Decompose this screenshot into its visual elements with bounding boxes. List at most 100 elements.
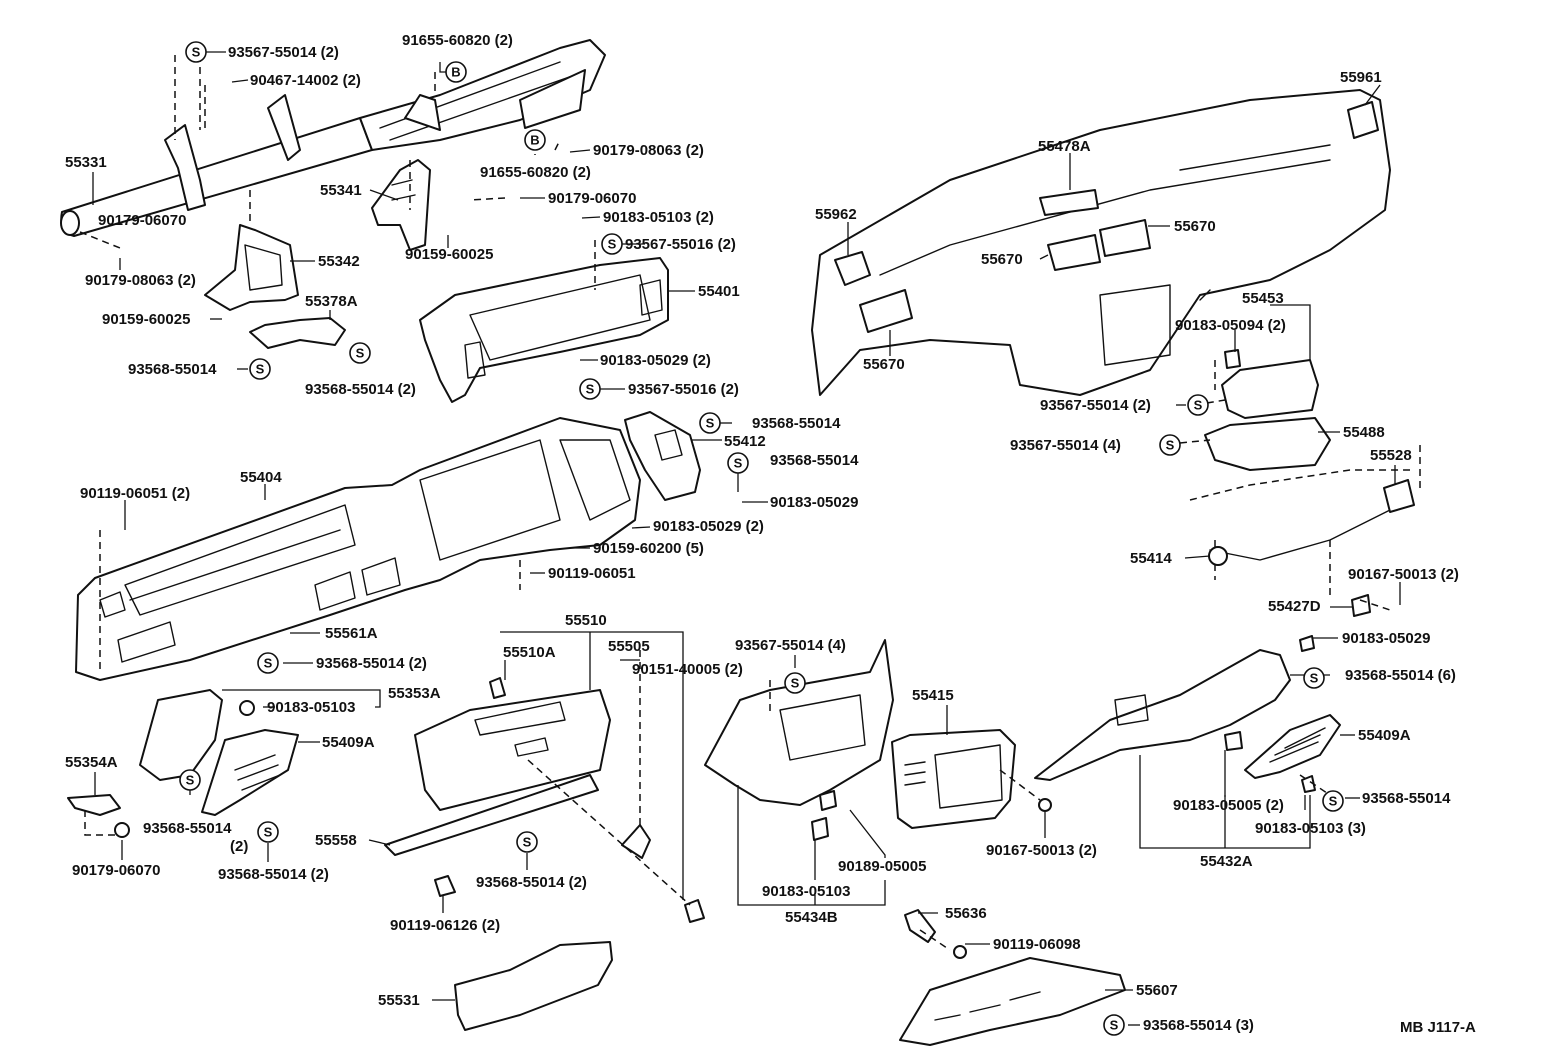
part-label: 55478A <box>1038 138 1091 155</box>
part-label: 90179-06070 <box>548 190 636 207</box>
callout-text: B <box>530 133 539 148</box>
part-label: 90183-05103 <box>267 699 355 716</box>
part-label: 90119-06051 (2) <box>80 485 190 502</box>
callout-text: S <box>791 676 800 691</box>
dashboard-upper-part <box>811 89 1391 396</box>
lower-panel-right-part <box>1189 469 1415 617</box>
part-label: 55401 <box>698 283 740 300</box>
lower-panel-55432a-part <box>1034 635 1315 812</box>
callout-s-7: S <box>699 412 721 434</box>
part-label: 93568-55014 <box>752 415 841 432</box>
left-lower-panels-part <box>67 689 299 838</box>
callout-s-12: S <box>1303 667 1325 689</box>
part-label: 55415 <box>912 687 954 704</box>
part-label: 90119-06051 <box>548 565 636 582</box>
part-label: 90189-05005 <box>838 858 926 875</box>
part-label: 55488 <box>1343 424 1385 441</box>
part-label: (2) <box>230 838 248 855</box>
part-label: 90119-06098 <box>993 936 1081 953</box>
side-panel-55412-part <box>624 411 701 501</box>
part-label: 90183-05103 (2) <box>603 209 714 226</box>
callout-text: S <box>608 237 617 252</box>
callout-s-2: S <box>601 233 623 255</box>
part-label: 93567-55014 (4) <box>735 637 846 654</box>
instrument-panel-part <box>75 417 641 681</box>
part-label: 93568-55014 (2) <box>305 381 416 398</box>
part-label: 55505 <box>608 638 650 655</box>
part-label: 55670 <box>1174 218 1216 235</box>
part-label: 93568-55014 <box>128 361 217 378</box>
bracket-55378a-part <box>249 317 346 349</box>
part-label: 90119-06126 (2) <box>390 917 500 934</box>
part-label: 55670 <box>981 251 1023 268</box>
part-label: 90183-05029 <box>770 494 858 511</box>
callout-text: S <box>356 346 365 361</box>
callout-text: S <box>264 825 273 840</box>
part-label: 55341 <box>320 182 362 199</box>
part-label: 90151-40005 (2) <box>632 661 743 678</box>
callout-text: S <box>1329 794 1338 809</box>
cluster-panel-part <box>419 257 669 403</box>
part-label: 90183-05029 <box>1342 630 1430 647</box>
part-label: 55427D <box>1268 598 1321 615</box>
callout-b-1: B <box>445 61 467 83</box>
part-label: 55453 <box>1242 290 1284 307</box>
part-label: 55670 <box>863 356 905 373</box>
part-label: 55510A <box>503 644 556 661</box>
part-label: 90183-05103 <box>762 883 850 900</box>
part-label: 90167-50013 (2) <box>1348 566 1459 583</box>
callout-s-10: S <box>257 652 279 674</box>
callout-text: S <box>1194 398 1203 413</box>
part-label: 93568-55014 <box>143 820 232 837</box>
part-label: 55531 <box>378 992 420 1009</box>
callout-text: B <box>451 65 460 80</box>
assembly-dashed-lines <box>79 55 1421 951</box>
part-label: 55331 <box>65 154 107 171</box>
callout-s-18: S <box>1226 433 1235 448</box>
part-label: 90467-14002 (2) <box>250 72 361 89</box>
part-label: 55378A <box>305 293 358 310</box>
part-label: 55342 <box>318 253 360 270</box>
part-label: 90179-06070 <box>98 212 186 229</box>
callout-b-2: B <box>524 129 546 151</box>
part-label: 93568-55014 <box>770 452 859 469</box>
part-label: 93567-55016 (2) <box>628 381 739 398</box>
callout-s-8: S <box>727 452 749 474</box>
callout-s-3: S <box>249 358 271 380</box>
part-label: 93568-55014 (6) <box>1345 667 1456 684</box>
part-label: 90183-05029 (2) <box>653 518 764 535</box>
part-label: 90179-06070 <box>72 862 160 879</box>
cover-55415-part <box>891 729 1016 829</box>
part-label: 93567-55016 (2) <box>625 236 736 253</box>
part-label: 90159-60025 <box>102 311 190 328</box>
part-label: 90159-60025 <box>405 246 493 263</box>
grille-55409a-right-part <box>1244 714 1341 793</box>
part-label: 90167-50013 (2) <box>986 842 1097 859</box>
callout-s-6: S <box>1187 394 1209 416</box>
part-label: 93568-55014 (3) <box>1143 1017 1254 1034</box>
part-label: 55961 <box>1340 69 1382 86</box>
part-label: 93567-55014 (4) <box>1010 437 1121 454</box>
callout-s-17: S <box>1103 1014 1125 1036</box>
part-label: 55414 <box>1130 550 1172 567</box>
callout-text: S <box>1310 671 1319 686</box>
callout-s-15: S <box>1322 790 1344 812</box>
part-label: 55561A <box>325 625 378 642</box>
part-label: 93568-55014 <box>1362 790 1451 807</box>
callout-s-14: S <box>257 821 279 843</box>
callout-text: S <box>264 656 273 671</box>
panel-55531-part <box>454 941 613 1031</box>
part-label: 55353A <box>388 685 441 702</box>
part-label: 93568-55014 (2) <box>218 866 329 883</box>
part-label: 93568-55014 (2) <box>476 874 587 891</box>
part-label: 55409A <box>322 734 375 751</box>
callout-text: S <box>192 45 201 60</box>
part-label: 55636 <box>945 905 987 922</box>
part-label: 91655-60820 (2) <box>402 32 513 49</box>
part-label: 90183-05029 (2) <box>600 352 711 369</box>
part-label: 90183-05094 (2) <box>1175 317 1286 334</box>
part-labels: 93567-55014 (2) 91655-60820 (2) 90467-14… <box>65 32 1459 1034</box>
lower-panel-55434b-part <box>704 639 894 841</box>
part-label: 55432A <box>1200 853 1253 870</box>
latch-part <box>434 824 705 923</box>
